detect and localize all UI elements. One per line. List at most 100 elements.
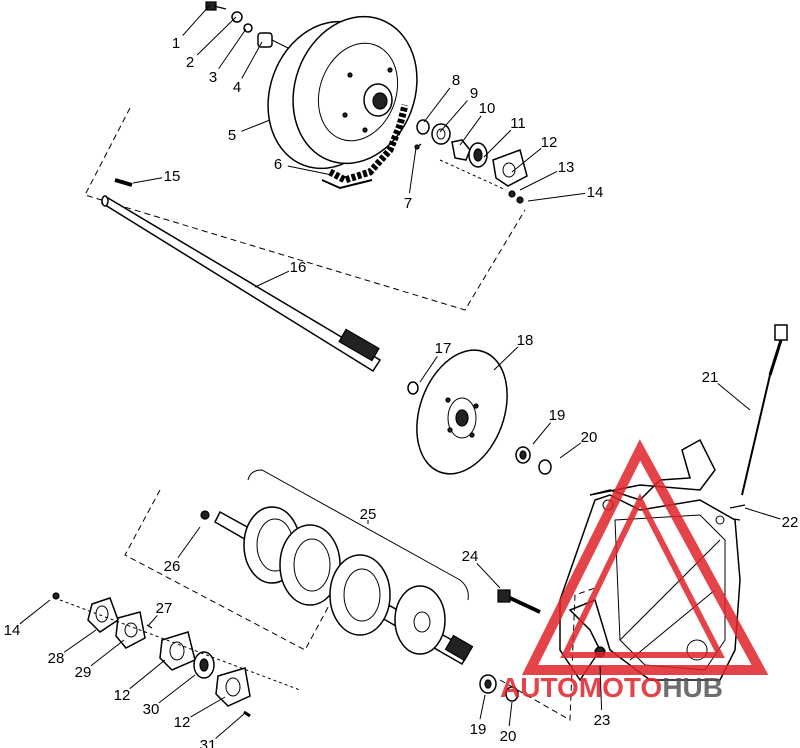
bolt-14 xyxy=(52,592,60,600)
chain-part xyxy=(328,104,409,184)
callout-leader-22 xyxy=(744,507,781,520)
callout-label-19: 19 xyxy=(549,407,566,424)
ring-20 xyxy=(538,459,552,475)
flange-12b xyxy=(215,667,251,707)
watermark-logo: AUTOMOTOHUB xyxy=(500,439,769,703)
callout-label-22: 22 xyxy=(782,514,799,531)
callout-label-3: 3 xyxy=(209,69,217,86)
pulley-front xyxy=(292,15,418,165)
callout-leader-10 xyxy=(459,115,482,146)
flange-28 xyxy=(87,597,119,633)
callout-label-5: 5 xyxy=(228,127,236,144)
washer-part xyxy=(231,11,243,23)
cable-end xyxy=(774,324,788,341)
callout-label-10: 10 xyxy=(479,100,496,117)
callout-leader-29 xyxy=(90,639,125,667)
callout-label-21: 21 xyxy=(702,369,719,386)
callout-leader-20 xyxy=(508,701,513,727)
bolt-24 xyxy=(497,589,511,603)
callout-leader-6 xyxy=(287,165,333,176)
callout-leader-5 xyxy=(241,119,271,132)
callout-label-2: 2 xyxy=(186,54,194,71)
flange-12a xyxy=(159,631,196,671)
callout-label-19: 19 xyxy=(470,721,487,738)
flange-12 xyxy=(492,149,528,187)
callout-leader-26 xyxy=(177,526,201,559)
callout-leader-17 xyxy=(419,356,438,383)
callout-leader-28 xyxy=(63,629,97,653)
callout-leader-14 xyxy=(527,192,586,202)
callout-label-8: 8 xyxy=(452,72,460,89)
shaft-spline xyxy=(338,328,380,362)
callout-label-24: 24 xyxy=(462,548,479,565)
callout-leader-16 xyxy=(254,270,290,288)
sprocket-3 xyxy=(329,554,391,636)
callout-leader-18 xyxy=(493,346,519,371)
callout-label-1: 1 xyxy=(172,35,180,52)
callout-leader-12 xyxy=(129,659,166,690)
callout-label-12: 12 xyxy=(174,714,191,731)
callout-leader-12 xyxy=(190,696,226,718)
callout-label-13: 13 xyxy=(558,159,575,176)
callout-label-28: 28 xyxy=(48,650,65,667)
bolt-31 xyxy=(243,710,251,718)
callout-label-9: 9 xyxy=(470,85,478,102)
pin-15 xyxy=(114,178,133,187)
callout-label-29: 29 xyxy=(75,664,92,681)
callout-label-15: 15 xyxy=(164,168,181,185)
callout-leader-14 xyxy=(19,599,51,625)
callout-leader-15 xyxy=(132,177,163,184)
callout-leader-23 xyxy=(599,665,603,711)
housing-top xyxy=(589,438,716,501)
callout-leader-1 xyxy=(182,4,211,36)
callout-leader-30 xyxy=(158,674,196,704)
callout-label-25: 25 xyxy=(360,506,377,523)
callout-leader-7 xyxy=(408,147,417,194)
callout-leader-27 xyxy=(147,615,158,627)
pin-26 xyxy=(200,510,210,520)
callout-label-17: 17 xyxy=(435,340,452,357)
shaft-16 xyxy=(100,197,382,373)
callout-leader-31 xyxy=(215,713,245,739)
ring-20b xyxy=(505,686,519,702)
callout-leader-2 xyxy=(196,16,237,56)
drive-shaft-assembly xyxy=(100,178,382,373)
callout-label-26: 26 xyxy=(164,558,181,575)
callout-leader-11 xyxy=(483,129,512,158)
bearing-10 xyxy=(451,139,471,161)
callout-leader-4 xyxy=(241,41,263,79)
callout-label-23: 23 xyxy=(594,712,611,729)
callout-label-20: 20 xyxy=(581,429,598,446)
callout-label-7: 7 xyxy=(404,195,412,212)
callout-label-31: 31 xyxy=(200,737,217,748)
callout-label-6: 6 xyxy=(274,156,282,173)
callout-leader-24 xyxy=(476,562,501,589)
callout-label-12: 12 xyxy=(541,134,558,151)
bearing-stack xyxy=(52,592,519,718)
callout-label-30: 30 xyxy=(143,701,160,718)
track-drive-assembly xyxy=(124,469,474,666)
washer-part-small xyxy=(243,23,253,33)
chaincase-assembly xyxy=(497,324,788,721)
callout-leader-9 xyxy=(439,100,468,133)
callout-label-27: 27 xyxy=(156,600,173,617)
callout-label-18: 18 xyxy=(517,332,534,349)
brake-disc-assembly xyxy=(407,349,552,475)
callout-label-14: 14 xyxy=(587,184,604,201)
top-pulley-assembly xyxy=(84,1,528,311)
callout-leader-3 xyxy=(218,28,247,70)
drive-wheel xyxy=(394,585,446,655)
callout-leader-8 xyxy=(423,87,451,123)
seal-9 xyxy=(431,123,451,145)
callout-label-4: 4 xyxy=(233,79,241,96)
callout-leader-19 xyxy=(479,694,486,720)
callout-label-20: 20 xyxy=(500,728,517,745)
watermark-text: AUTOMOTOHUB xyxy=(500,672,723,703)
callout-label-12: 12 xyxy=(114,687,131,704)
callout-leader-20 xyxy=(559,442,582,459)
callout-leader-19 xyxy=(532,422,552,445)
callout-label-11: 11 xyxy=(510,115,526,132)
washer-8 xyxy=(416,119,430,135)
callout-leader-13 xyxy=(519,171,558,191)
